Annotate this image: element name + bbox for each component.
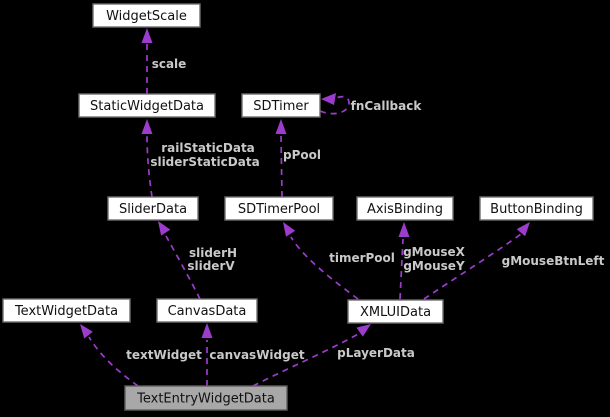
- node-text-widget-data-label: TextWidgetData: [14, 304, 118, 319]
- node-canvas-data[interactable]: CanvasData: [156, 298, 258, 323]
- edge-label-rail-static-data: railStaticData: [161, 141, 255, 155]
- node-text-entry-widget-data: TextEntryWidgetData: [124, 385, 288, 411]
- node-sd-timer-box[interactable]: [241, 93, 321, 118]
- arrowhead-icon: [398, 222, 410, 237]
- edge-slider-h-v: sliderH sliderV: [158, 221, 237, 300]
- node-widget-scale-label: WidgetScale: [106, 9, 187, 24]
- node-axis-binding-box[interactable]: [356, 196, 454, 221]
- node-slider-data[interactable]: SliderData: [107, 196, 199, 221]
- node-widget-scale[interactable]: WidgetScale: [92, 3, 201, 28]
- arrowhead-icon: [283, 222, 296, 237]
- edge-text-widget: textWidget: [80, 324, 202, 387]
- arrowhead-icon: [141, 119, 153, 134]
- node-text-entry-widget-data-label: TextEntryWidgetData: [136, 392, 275, 407]
- node-text-widget-data-box[interactable]: [2, 298, 131, 323]
- node-axis-binding[interactable]: AxisBinding: [356, 196, 454, 221]
- node-sd-timer-label: SDTimer: [253, 99, 309, 114]
- node-xmlui-data-label: XMLUIData: [360, 305, 431, 320]
- edge-label-p-pool: pPool: [283, 148, 321, 162]
- edge-slider-h-v-line: [165, 235, 201, 300]
- edge-label-g-mouse-x: gMouseX: [403, 245, 466, 259]
- arrowhead-icon: [141, 28, 153, 43]
- edge-rail-static-data: railStaticData sliderStaticData: [141, 119, 260, 198]
- edge-label-p-layer-data: pLayerData: [337, 346, 415, 360]
- node-canvas-data-box[interactable]: [156, 298, 258, 323]
- edge-timer-pool-line: [290, 236, 359, 300]
- edge-timer-pool: timerPool: [283, 222, 395, 300]
- edge-p-pool: pPool: [275, 119, 321, 198]
- node-widget-scale-box[interactable]: [92, 3, 201, 28]
- node-xmlui-data[interactable]: XMLUIData: [347, 299, 444, 324]
- node-text-widget-data[interactable]: TextWidgetData: [2, 298, 131, 323]
- node-button-binding-label: ButtonBinding: [490, 202, 583, 217]
- node-text-entry-widget-data-box: [124, 385, 288, 411]
- node-button-binding-box[interactable]: [479, 196, 594, 221]
- edge-label-slider-static-data: sliderStaticData: [150, 155, 259, 169]
- arrowhead-icon: [516, 222, 530, 237]
- edge-text-widget-line: [88, 336, 139, 387]
- edge-label-timer-pool: timerPool: [329, 251, 395, 265]
- edge-fn-callback: fnCallback: [319, 93, 423, 115]
- edge-g-mouse-btn-left-line: [423, 233, 522, 300]
- node-sd-timer-pool-label: SDTimerPool: [238, 202, 320, 217]
- edge-p-layer-data: pLayerData: [252, 324, 415, 387]
- edge-label-g-mouse-y: gMouseY: [403, 259, 465, 273]
- edge-fn-callback-line: [319, 95, 350, 115]
- edge-scale: scale: [141, 28, 187, 94]
- edge-label-canvas-widget: canvasWidget: [209, 348, 304, 362]
- arrowhead-icon: [356, 324, 371, 337]
- edge-g-mouse-xy: gMouseX gMouseY: [398, 222, 466, 300]
- node-xmlui-data-box[interactable]: [347, 299, 444, 324]
- edge-label-g-mouse-btn-left: gMouseBtnLeft: [502, 254, 605, 268]
- node-static-widget-data-label: StaticWidgetData: [90, 99, 204, 114]
- node-sd-timer-pool-box[interactable]: [224, 196, 334, 221]
- arrowhead-icon: [201, 323, 213, 338]
- node-axis-binding-label: AxisBinding: [367, 202, 443, 217]
- node-slider-data-label: SliderData: [119, 202, 187, 217]
- node-sd-timer[interactable]: SDTimer: [241, 93, 321, 118]
- edge-g-mouse-xy-line: [399, 238, 404, 300]
- node-canvas-data-label: CanvasData: [168, 304, 247, 319]
- arrowhead-icon: [275, 119, 287, 134]
- edge-label-fn-callback: fnCallback: [351, 99, 423, 113]
- edge-label-text-widget: textWidget: [126, 348, 202, 362]
- node-static-widget-data-box[interactable]: [78, 93, 216, 118]
- edge-label-scale: scale: [152, 57, 187, 71]
- node-slider-data-box[interactable]: [107, 196, 199, 221]
- arrowhead-icon: [158, 221, 171, 236]
- edge-label-slider-v: sliderV: [187, 259, 235, 273]
- edge-g-mouse-btn-left: gMouseBtnLeft: [423, 222, 605, 300]
- node-sd-timer-pool[interactable]: SDTimerPool: [224, 196, 334, 221]
- arrowhead-icon: [321, 93, 336, 105]
- node-static-widget-data[interactable]: StaticWidgetData: [78, 93, 216, 118]
- edge-label-slider-h: sliderH: [189, 246, 237, 260]
- edge-canvas-widget: canvasWidget: [201, 323, 305, 386]
- node-button-binding[interactable]: ButtonBinding: [479, 196, 594, 221]
- edge-p-layer-data-line: [252, 332, 361, 387]
- arrowhead-icon: [80, 324, 93, 339]
- edge-rail-static-data-line: [146, 134, 153, 198]
- edge-p-pool-line: [280, 134, 283, 198]
